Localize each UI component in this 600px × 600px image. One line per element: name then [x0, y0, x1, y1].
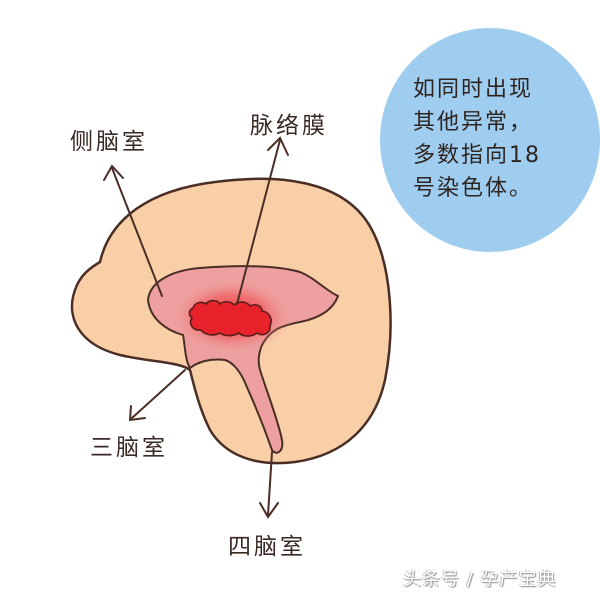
callout-line: 其他异常， [413, 110, 534, 135]
callout-line: 如同时出现 [413, 77, 534, 102]
choroid-plexus-shape [188, 299, 272, 337]
label-third-ventricle: 三脑室 [90, 435, 168, 461]
callout-line: 多数指向18 [413, 143, 541, 168]
arrowhead-lateral [103, 164, 124, 181]
arrow-lateral [111, 167, 163, 297]
callout-line: 号染色体。 [413, 176, 534, 201]
arrowhead-third [128, 405, 146, 422]
callout-text: 如同时出现 其他异常， 多数指向18 号染色体。 [413, 73, 573, 205]
label-choroid-plexus: 脉络膜 [250, 113, 328, 139]
arrow-choroid [236, 139, 281, 305]
arrowhead-fourth [259, 502, 279, 519]
arrow-fourth [267, 451, 273, 516]
watermark: 头条号 / 孕产宝典 [403, 569, 557, 590]
label-lateral-ventricle: 侧脑室 [70, 129, 148, 155]
arrowhead-choroid [267, 136, 289, 156]
callout-bubble [380, 28, 600, 252]
label-fourth-ventricle: 四脑室 [228, 534, 306, 560]
arrow-third [131, 369, 186, 419]
